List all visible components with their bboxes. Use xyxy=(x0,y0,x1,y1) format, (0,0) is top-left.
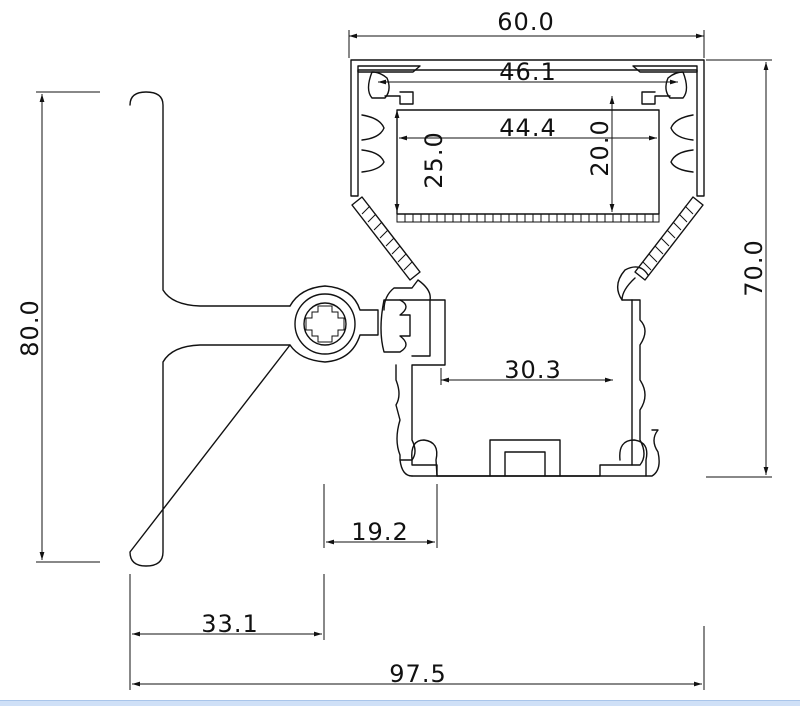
dim-arm-length: 33.1 xyxy=(129,574,325,690)
dim-label-inner-width: 44.4 xyxy=(499,114,556,142)
dim-label-overall-width: 97.5 xyxy=(389,660,446,688)
dim-label-total-height: 70.0 xyxy=(740,239,768,296)
t-bracket xyxy=(129,91,379,567)
dim-left-height: 25.0 xyxy=(394,110,448,212)
dim-label-slot-width: 46.1 xyxy=(499,58,556,86)
dim-label-top-width: 60.0 xyxy=(497,8,554,36)
dim-label-channel-width: 30.3 xyxy=(504,356,561,384)
dim-label-left-height: 25.0 xyxy=(420,131,448,188)
dim-label-overall-height: 80.0 xyxy=(16,299,44,356)
dim-overall-height: 80.0 xyxy=(16,91,100,563)
dim-overall-width: 97.5 xyxy=(132,626,705,690)
dim-total-height: 70.0 xyxy=(706,59,772,478)
dim-label-offset: 19.2 xyxy=(351,518,408,546)
finned-ribs xyxy=(351,196,704,281)
bottom-band xyxy=(0,700,800,706)
dim-top-width: 60.0 xyxy=(348,8,705,58)
dim-slot-width: 46.1 xyxy=(378,58,678,86)
dim-label-arm-length: 33.1 xyxy=(201,610,258,638)
dim-offset: 19.2 xyxy=(323,484,438,548)
upper-housing xyxy=(350,59,705,223)
dim-right-height: 20.0 xyxy=(586,96,615,212)
dim-label-right-height: 20.0 xyxy=(586,119,614,176)
lower-housing xyxy=(380,266,660,477)
dim-channel-width: 30.3 xyxy=(440,356,613,385)
